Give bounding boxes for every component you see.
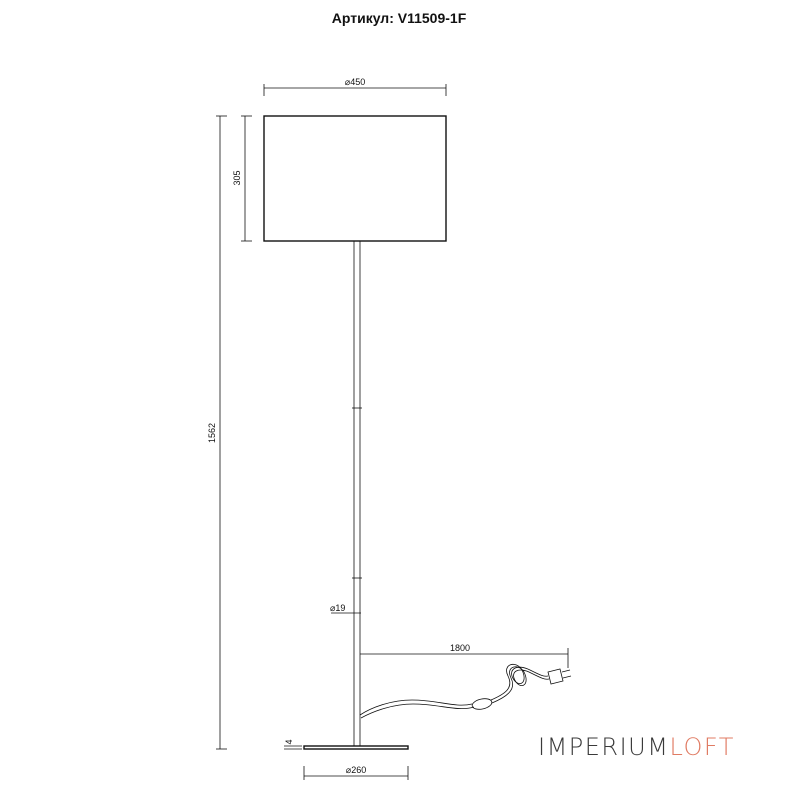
cable-length-dimension: 1800 <box>360 643 569 668</box>
power-plug <box>547 668 564 685</box>
pole-diameter-dimension: ⌀19 <box>330 603 361 614</box>
base-diameter-label: ⌀260 <box>346 765 366 775</box>
shade-diameter-dimension: ⌀450 <box>263 77 447 96</box>
article-title: Артикул: V11509-1F <box>332 10 467 26</box>
total-height-label: 1562 <box>207 423 217 443</box>
base-diameter-dimension: ⌀260 <box>303 765 409 780</box>
shade-diameter-label: ⌀450 <box>345 77 365 87</box>
base-thickness-dimension: 4 <box>284 739 302 750</box>
shade-height-label: 305 <box>232 170 242 185</box>
cable-length-label: 1800 <box>450 643 470 653</box>
shade-height-dimension: 305 <box>232 115 252 242</box>
lamp-base <box>303 745 409 750</box>
brand-logo: IMPERIUMLOFT <box>538 733 735 761</box>
cable-switch <box>471 698 493 710</box>
brand-logo-part2: LOFT <box>669 733 735 761</box>
lamp-shade <box>263 115 447 242</box>
brand-logo-part1: IMPERIUM <box>538 733 670 761</box>
power-cable <box>359 663 572 719</box>
total-height-dimension: 1562 <box>207 115 227 750</box>
pole-diameter-label: ⌀19 <box>330 603 345 613</box>
base-thickness-label: 4 <box>284 739 294 744</box>
lamp-pole <box>352 241 362 746</box>
